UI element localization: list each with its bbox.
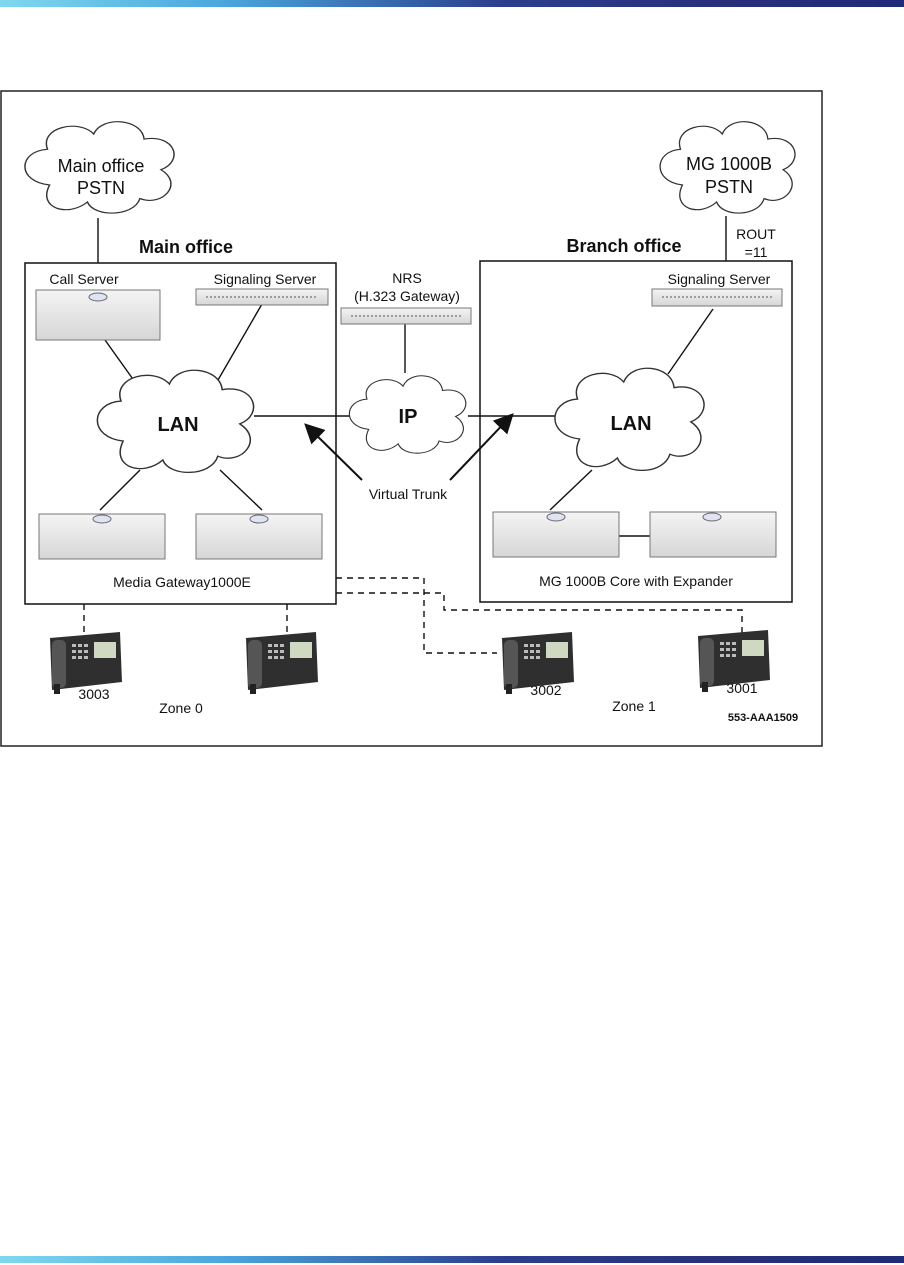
main-pstn-label-line2: PSTN xyxy=(77,178,125,198)
media-gateway-left xyxy=(38,513,166,560)
phone-zone0-icon xyxy=(246,632,318,694)
call-server-chassis xyxy=(35,289,161,341)
network-diagram: Main office PSTN MG 1000B PSTN Main offi… xyxy=(0,90,823,747)
zone1-label: Zone 1 xyxy=(612,698,656,714)
branch-office-title: Branch office xyxy=(566,236,681,256)
rout-label-line2: =11 xyxy=(745,244,768,260)
main-signaling-server xyxy=(195,288,329,306)
phone-3001-label: 3001 xyxy=(726,680,757,696)
ip-cloud xyxy=(349,375,467,454)
media-gateway-right xyxy=(195,513,323,560)
top-gradient-bar xyxy=(0,0,904,7)
branch-signaling-server xyxy=(651,288,783,307)
rout-label-line1: ROUT xyxy=(736,226,776,242)
phone-3003-label: 3003 xyxy=(78,686,109,702)
zone0-label: Zone 0 xyxy=(159,700,203,716)
branch-signaling-server-label: Signaling Server xyxy=(668,271,771,287)
call-server-label: Call Server xyxy=(49,271,119,287)
main-signaling-server-label: Signaling Server xyxy=(214,271,317,287)
virtual-trunk-arrow-right xyxy=(449,413,514,481)
main-lan-cloud xyxy=(96,369,255,474)
mg-expander-chassis xyxy=(649,511,777,558)
ip-label: IP xyxy=(399,406,418,428)
branch-pstn-label-line1: MG 1000B xyxy=(686,154,772,174)
main-lan-label: LAN xyxy=(157,414,198,436)
virtual-trunk-label: Virtual Trunk xyxy=(369,486,448,502)
mg-core-chassis xyxy=(492,511,620,558)
branch-pstn-cloud xyxy=(659,121,796,214)
virtual-trunk-arrow-left xyxy=(304,423,363,481)
phone-3003-icon xyxy=(50,632,122,694)
phone-3002-label: 3002 xyxy=(530,682,561,698)
main-office-title: Main office xyxy=(139,237,233,257)
nrs-label-line2: (H.323 Gateway) xyxy=(354,288,460,304)
main-office-box xyxy=(24,262,337,605)
nrs-label-line1: NRS xyxy=(392,270,422,286)
branch-office-box xyxy=(479,260,793,603)
figure-id-label: 553-AAA1509 xyxy=(728,712,798,724)
phone-3002-icon xyxy=(502,632,574,694)
phone-3001-icon xyxy=(698,630,770,692)
branch-lan-label: LAN xyxy=(610,413,651,435)
nrs-server xyxy=(340,307,472,325)
bottom-gradient-bar xyxy=(0,1256,904,1263)
branch-lan-cloud xyxy=(554,367,705,471)
mg-core-label: MG 1000B Core with Expander xyxy=(539,573,733,589)
main-pstn-label-line1: Main office xyxy=(58,156,145,176)
main-pstn-cloud xyxy=(24,121,175,214)
phone-dashed-lines xyxy=(83,577,743,654)
media-gateway-label: Media Gateway1000E xyxy=(113,574,251,590)
branch-pstn-label-line2: PSTN xyxy=(705,177,753,197)
